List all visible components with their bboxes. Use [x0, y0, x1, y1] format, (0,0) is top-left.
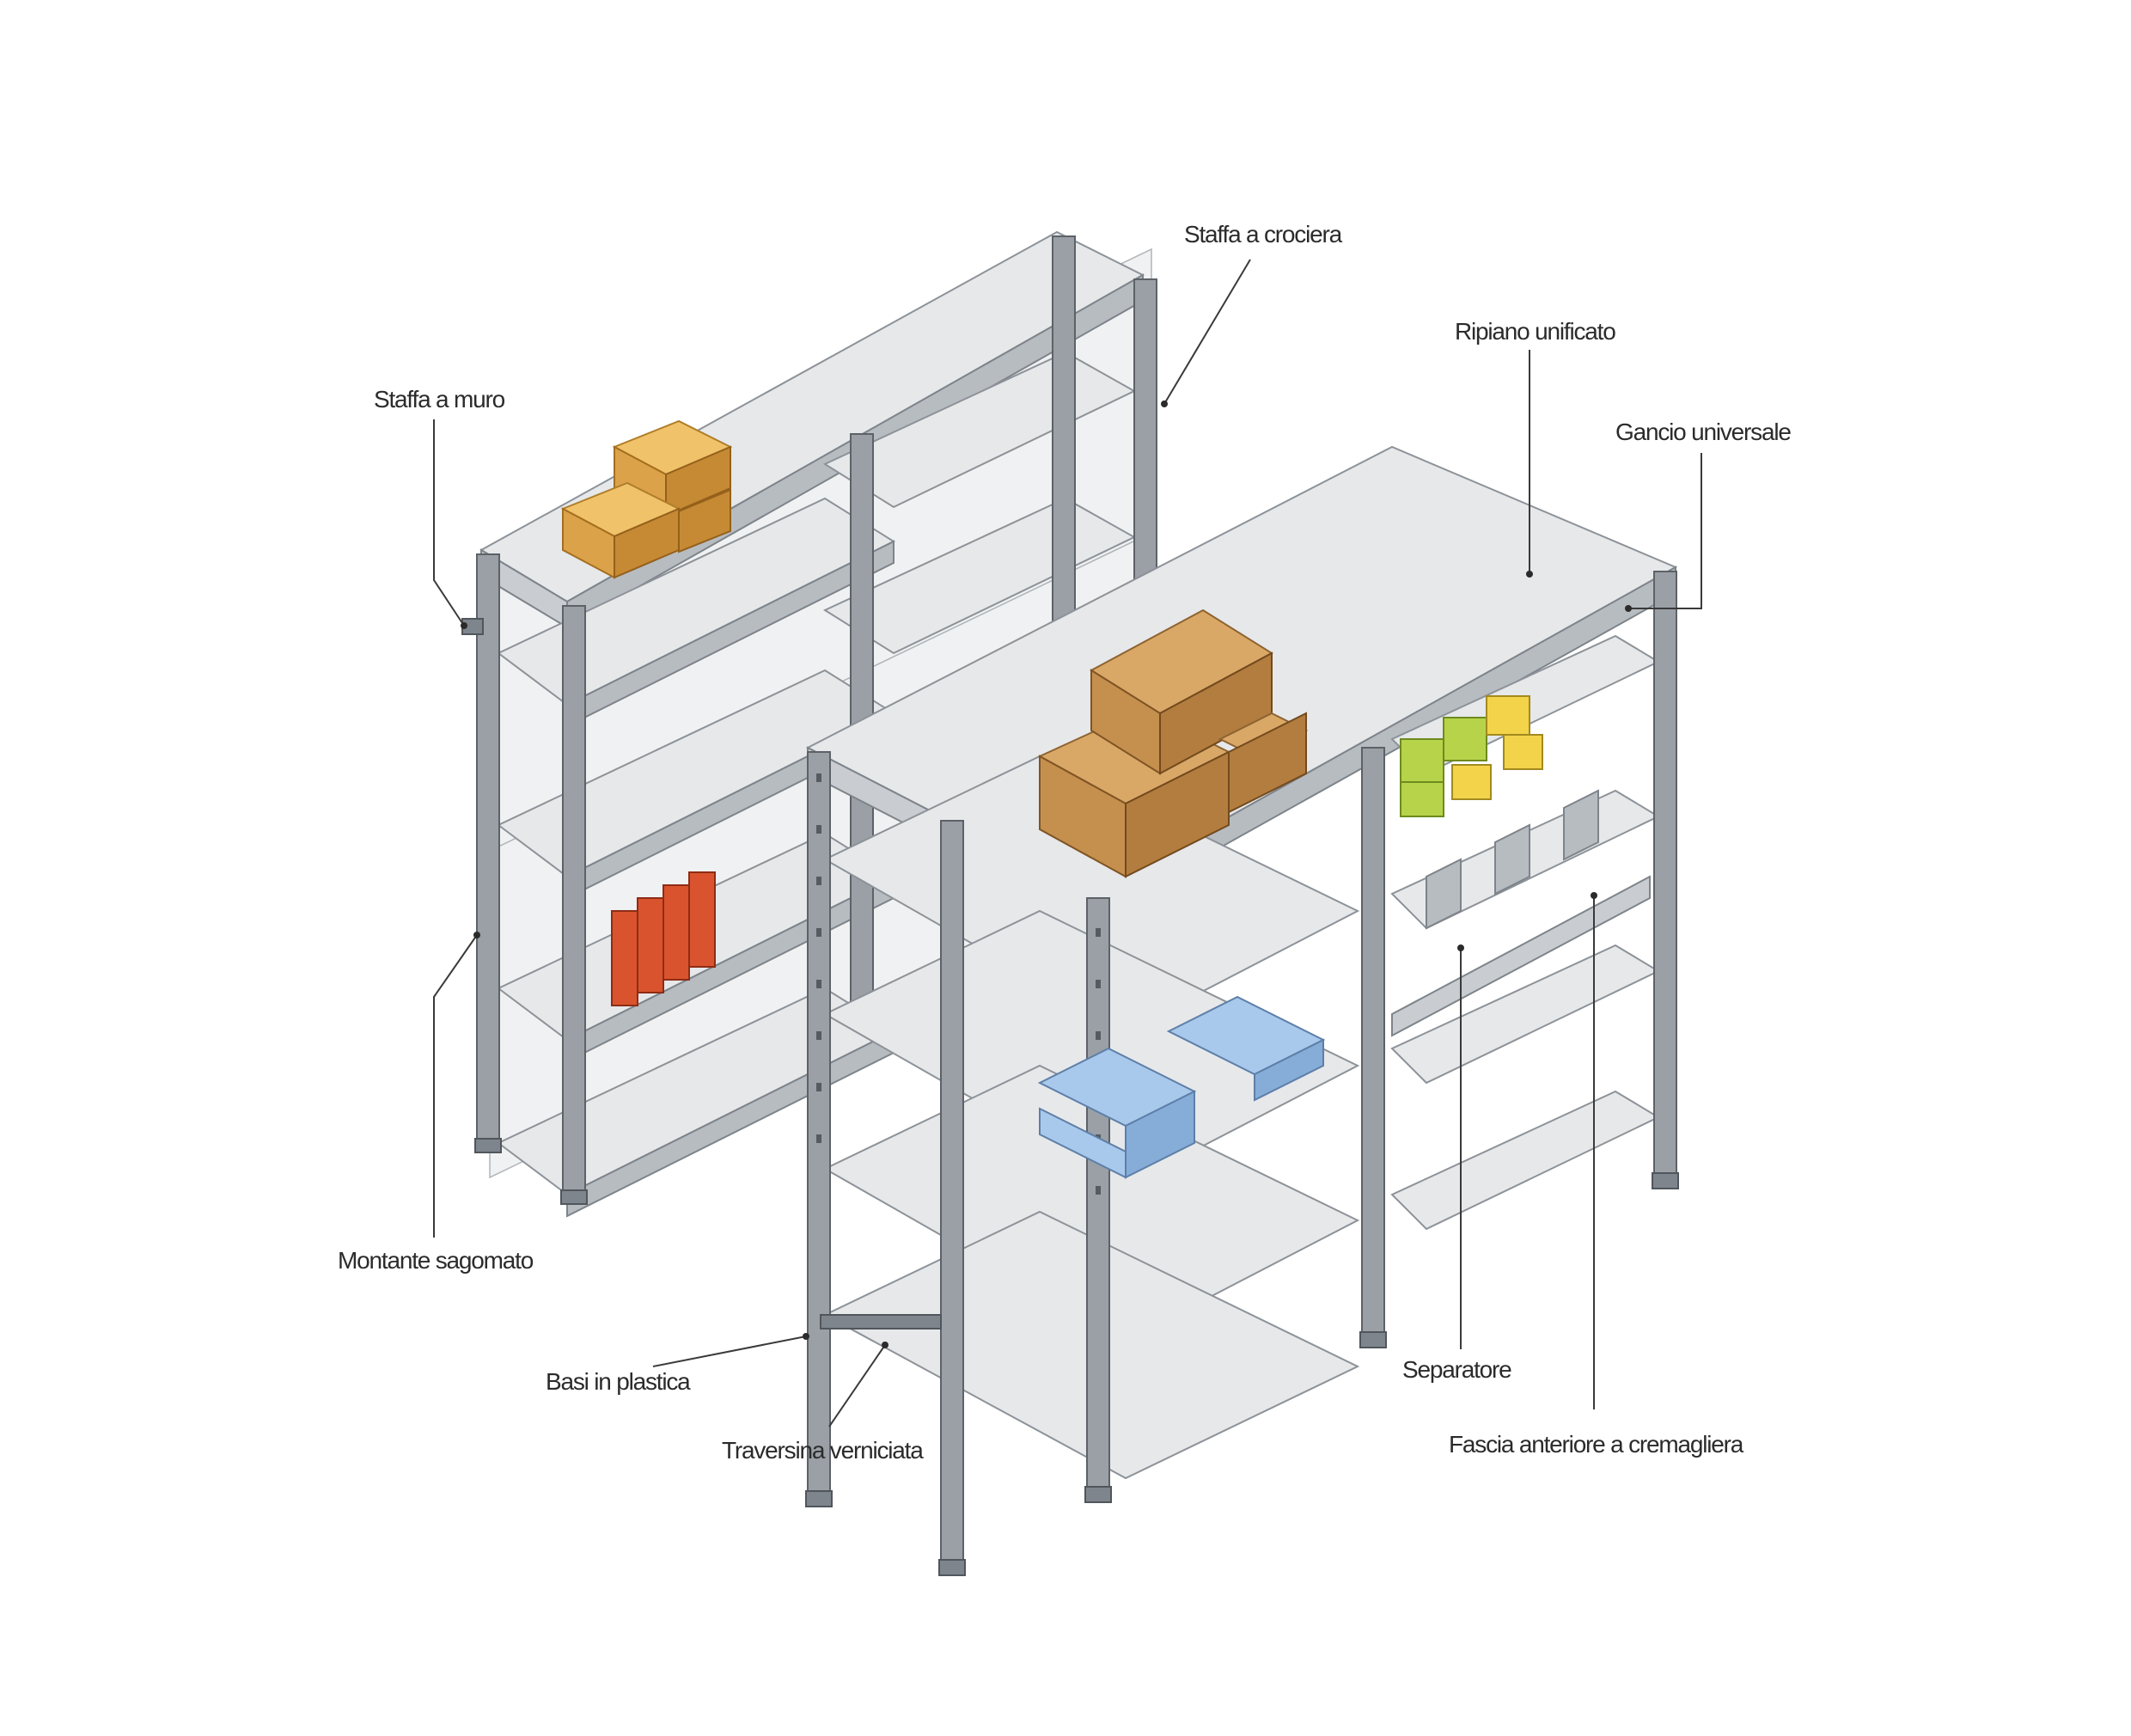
shelving-illustration — [461, 230, 1679, 1576]
label-traversina-verniciata: Traversina verniciata — [722, 1437, 924, 1464]
upright-post — [476, 553, 500, 1148]
leader-lines — [433, 259, 1702, 1427]
plastic-base — [805, 1490, 833, 1507]
yellow-boxes — [560, 419, 733, 579]
label-basi-in-plastica: Basi in plastica — [546, 1368, 691, 1395]
rack-front-band — [1391, 875, 1651, 1037]
callout-labels: Staffa a crociera Ripiano unificato Staf… — [338, 221, 1792, 1464]
front-shelving-unit — [805, 445, 1679, 1576]
blue-files — [1037, 995, 1326, 1179]
separator — [1426, 858, 1462, 930]
painted-cross-bar — [820, 1314, 942, 1330]
label-staffa-a-muro: Staffa a muro — [374, 386, 505, 413]
green-yellow-boxes — [1400, 695, 1543, 817]
label-staffa-a-crociera: Staffa a crociera — [1184, 221, 1343, 248]
label-separatore: Separatore — [1402, 1356, 1511, 1383]
red-binders — [611, 871, 716, 1006]
label-gancio-universale: Gancio universale — [1615, 419, 1791, 445]
label-montante-sagomato: Montante sagomato — [338, 1247, 534, 1274]
cardboard-cartons — [1037, 608, 1309, 878]
label-ripiano-unificato: Ripiano unificato — [1455, 318, 1615, 345]
label-fascia-anteriore: Fascia anteriore a cremagliera — [1449, 1431, 1744, 1458]
